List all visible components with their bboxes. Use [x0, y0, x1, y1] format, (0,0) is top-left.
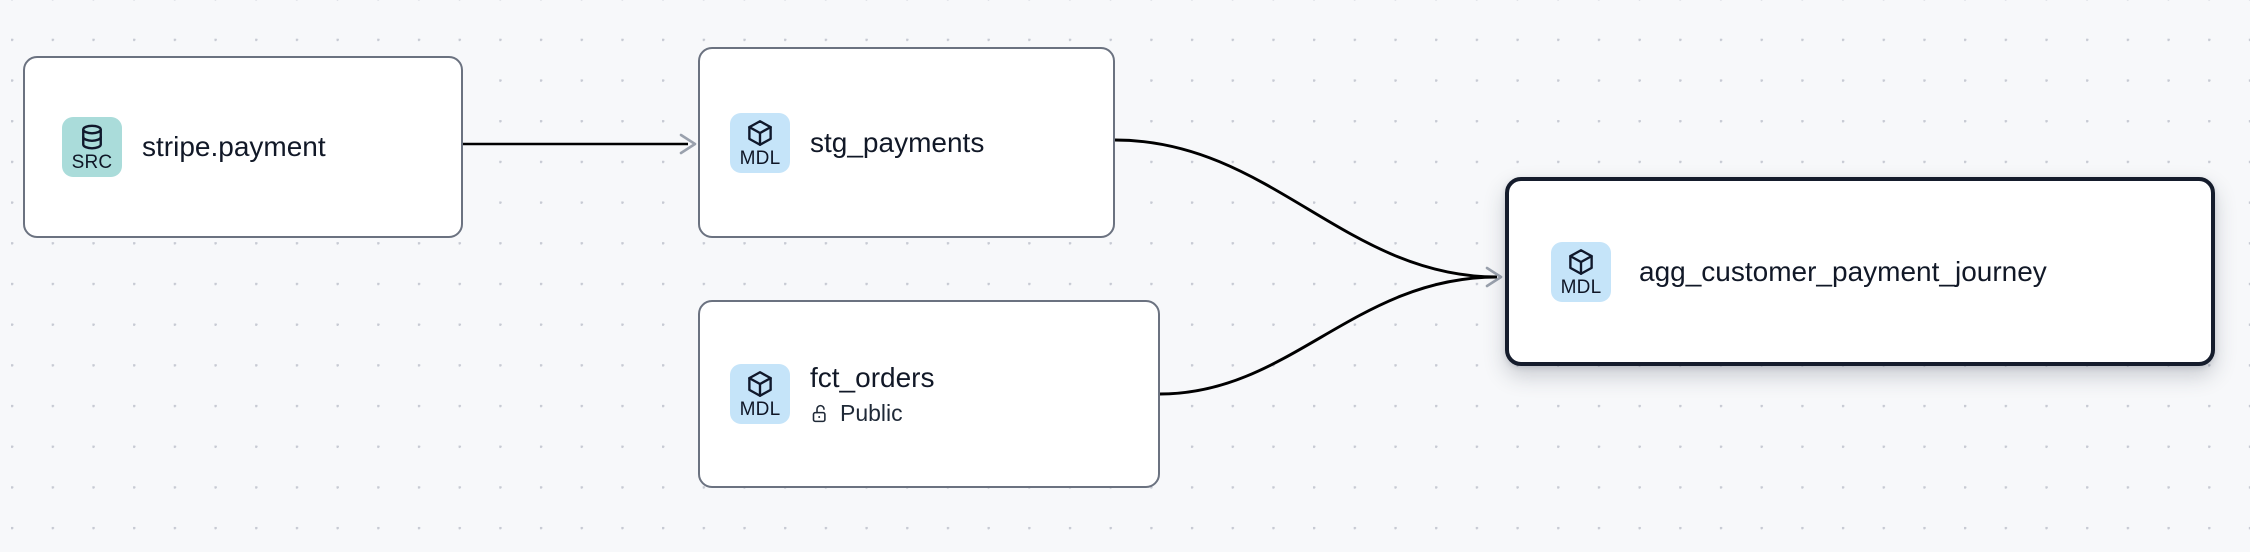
- node-body: stripe.payment: [142, 130, 326, 164]
- node-body: agg_customer_payment_journey: [1639, 255, 2047, 289]
- node-fct-orders[interactable]: MDL fct_orders Public: [698, 300, 1160, 488]
- database-icon: [77, 122, 107, 152]
- node-body: stg_payments: [810, 126, 984, 160]
- unlock-icon: [810, 403, 831, 424]
- cube-icon: [745, 118, 775, 148]
- edge-stripe-payment-to-stg-payments: [463, 133, 697, 155]
- node-stripe-payment[interactable]: SRC stripe.payment: [23, 56, 463, 238]
- node-title: agg_customer_payment_journey: [1639, 255, 2047, 287]
- node-visibility-label: Public: [840, 400, 903, 426]
- node-kind-badge-mdl: MDL: [730, 112, 790, 173]
- node-kind-label: MDL: [739, 399, 781, 420]
- cube-icon: [745, 369, 775, 399]
- node-kind-label: MDL: [739, 147, 781, 169]
- node-kind-badge-mdl: MDL: [730, 364, 790, 424]
- node-kind-label: MDL: [1560, 276, 1602, 298]
- node-title: fct_orders: [810, 362, 935, 393]
- node-kind-badge-src: SRC: [62, 117, 122, 177]
- node-agg-customer-payment-journey[interactable]: MDL agg_customer_payment_journey: [1505, 177, 2215, 366]
- node-kind-badge-mdl: MDL: [1551, 241, 1611, 302]
- cube-icon: [1566, 247, 1596, 277]
- node-title: stripe.payment: [142, 131, 326, 162]
- edge-stg-payments-to-agg-customer-payment-journey: [1114, 138, 1498, 279]
- node-visibility: Public: [810, 399, 935, 427]
- node-body: fct_orders Public: [810, 361, 935, 427]
- node-stg-payments[interactable]: MDL stg_payments: [698, 47, 1115, 238]
- edge-fct-orders-to-agg-customer-payment-journey: [1159, 266, 1503, 396]
- node-kind-label: SRC: [71, 152, 113, 173]
- node-title: stg_payments: [810, 126, 985, 158]
